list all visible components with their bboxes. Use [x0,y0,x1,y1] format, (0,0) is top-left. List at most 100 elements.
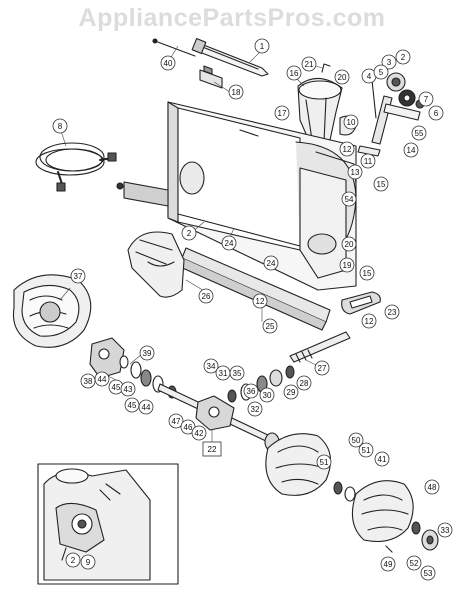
callout-44: 44 [138,399,154,415]
callout-23: 23 [384,304,400,320]
callout-bubble [202,441,222,457]
callout-54: 54 [341,191,357,207]
callout-11: 11 [360,153,376,169]
callout-bubble [120,381,136,397]
callout-label: 52 [410,559,419,568]
callout-34: 34 [203,358,219,374]
callout-14: 14 [403,142,419,158]
callout-label: 45 [112,383,121,392]
callout-label: 17 [278,109,287,118]
callout-25: 25 [262,318,278,334]
callout-label: 12 [343,145,352,154]
callout-bubble [406,555,422,571]
callout-15: 15 [373,176,389,192]
callout-43: 43 [120,381,136,397]
callout-48: 48 [424,479,440,495]
callout-12: 12 [339,141,355,157]
callout-bubble [259,387,275,403]
callout-30: 30 [259,387,275,403]
callout-label: 15 [363,269,372,278]
callout-2: 2 [65,552,81,568]
part-gearbox-38 [89,337,125,379]
callout-bubble [341,236,357,252]
callout-20: 20 [334,69,350,85]
callout-label: 44 [98,375,107,384]
callout-24: 24 [263,255,279,271]
callout-label: 27 [318,364,327,373]
callout-label: 24 [267,259,276,268]
callout-24: 24 [221,235,237,251]
callout-bubble [384,304,400,320]
callout-label: 50 [352,436,361,445]
callout-47: 47 [168,413,184,429]
callout-bubble [263,255,279,271]
callout-41: 41 [374,451,390,467]
callout-bubble [52,118,68,134]
callout-19: 19 [339,257,355,273]
callout-9: 9 [80,554,96,570]
callout-bubble [359,265,375,281]
callout-label: 4 [367,72,372,81]
callout-bubble [247,401,263,417]
callout-29: 29 [283,384,299,400]
callout-1: 1 [254,38,270,54]
callout-53: 53 [420,565,436,581]
callout-26: 26 [198,288,214,304]
callout-13: 13 [347,164,363,180]
callout-6: 6 [428,105,444,121]
callout-label: 45 [128,401,137,410]
callout-51: 51 [358,442,374,458]
callout-bubble [283,384,299,400]
callout-bubble [296,375,312,391]
callout-label: 43 [124,385,133,394]
callout-52: 52 [406,555,422,571]
callout-label: 7 [424,95,429,104]
callout-label: 2 [187,229,192,238]
callout-bubble [80,554,96,570]
callout-label: 48 [428,483,437,492]
callout-bubble [339,141,355,157]
callout-bubble [348,432,364,448]
callout-bubble [316,454,332,470]
callout-label: 54 [345,195,354,204]
callout-35: 35 [229,365,245,381]
callout-label: 38 [84,377,93,386]
callout-label: 51 [362,446,371,455]
callout-label: 20 [338,73,347,82]
callout-bubble [334,69,350,85]
callout-label: 22 [208,445,217,454]
callout-bubble [70,268,86,284]
part-skid-23 [341,291,381,315]
part-shaft-1 [191,38,269,77]
callout-28: 28 [296,375,312,391]
callout-label: 13 [351,168,360,177]
callout-label: 21 [305,60,314,69]
callout-bubble [160,55,176,71]
callout-15: 15 [359,265,375,281]
callout-31: 31 [215,365,231,381]
part-auger-housing [116,101,357,291]
callout-label: 40 [164,59,173,68]
callout-bubble [138,399,154,415]
callout-label: 9 [86,558,91,567]
callout-label: 41 [378,455,387,464]
callout-bubble [420,565,436,581]
callout-bubble [424,479,440,495]
part-end-bearing [385,521,439,553]
callout-bubble [262,318,278,334]
part-auger-left-37 [12,274,92,348]
callout-bubble [343,114,359,130]
callout-label: 6 [434,109,439,118]
callout-label: 15 [377,180,386,189]
callout-bubble [380,556,396,572]
callout-3: 3 [381,54,397,70]
callout-label: 30 [263,391,272,400]
callout-bubble [411,125,427,141]
callout-33: 33 [437,522,453,538]
callout-label: 39 [143,349,152,358]
callout-45: 45 [124,397,140,413]
callout-bubble [94,371,110,387]
callout-bubble [168,413,184,429]
callout-51: 51 [316,454,332,470]
callout-bubble [381,54,397,70]
